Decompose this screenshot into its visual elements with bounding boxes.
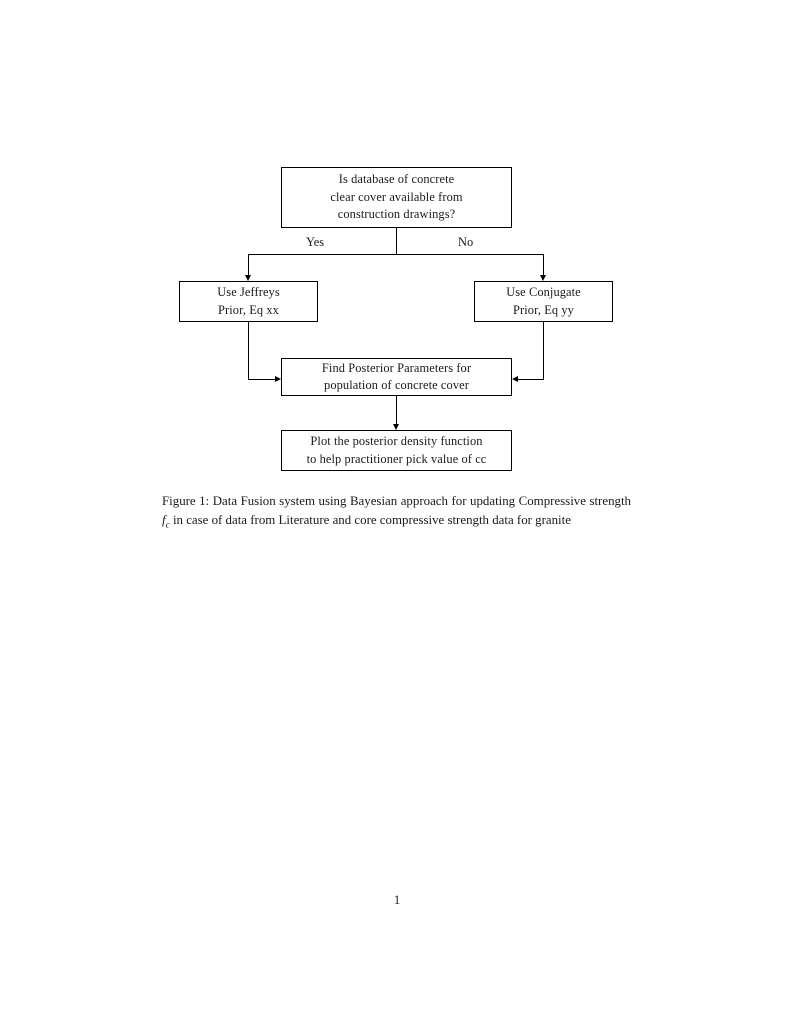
caption-label: Figure 1: bbox=[162, 494, 210, 508]
caption-math-subscript: c bbox=[165, 520, 170, 531]
arrowhead-yes-down bbox=[245, 275, 251, 281]
node-question-line-2: clear cover available from bbox=[330, 189, 463, 204]
figure-flowchart: Yes No Is database of concrete clear cov… bbox=[0, 0, 794, 500]
node-jeffreys-line-1: Use Jeffreys bbox=[217, 285, 280, 299]
connector-no-drop bbox=[543, 254, 544, 275]
figure-caption: Figure 1: Data Fusion system using Bayes… bbox=[162, 492, 631, 535]
caption-math-symbol: fc bbox=[162, 512, 170, 531]
node-posterior-line-2: population of concrete cover bbox=[324, 378, 469, 392]
node-plot-line-1: Plot the posterior density function bbox=[310, 434, 483, 448]
node-question-line-1: Is database of concrete bbox=[338, 172, 455, 187]
branch-label-yes: Yes bbox=[306, 235, 325, 249]
arrowhead-posterior-down bbox=[393, 424, 399, 430]
connector-jeffreys-run bbox=[248, 379, 275, 380]
node-conjugate-line-2: Prior, Eq yy bbox=[513, 302, 574, 317]
connector-jeffreys-drop bbox=[248, 322, 249, 380]
connector-split-bar bbox=[248, 254, 544, 255]
node-use-jeffreys-prior: Use Jeffreys Prior, Eq xx bbox=[179, 281, 318, 322]
arrowhead-conjugate-left bbox=[512, 376, 518, 382]
connector-conjugate-drop bbox=[543, 322, 544, 380]
node-conjugate-line-1: Use Conjugate bbox=[506, 285, 581, 299]
node-posterior-line-1: Find Posterior Parameters for bbox=[321, 360, 472, 375]
node-question-line-3: construction drawings? bbox=[337, 207, 456, 222]
caption-text-after: in case of data from Literature and core… bbox=[169, 512, 571, 527]
connector-conjugate-run bbox=[518, 379, 544, 380]
connector-posterior-stem bbox=[396, 396, 397, 424]
node-plot-line-2: to help practitioner pick value of cc bbox=[306, 451, 487, 466]
caption-text-before: Data Fusion system using Bayesian approa… bbox=[209, 494, 631, 508]
node-jeffreys-line-2: Prior, Eq xx bbox=[218, 302, 279, 317]
caption-math-base: f bbox=[162, 512, 166, 527]
node-find-posterior-parameters: Find Posterior Parameters for population… bbox=[281, 358, 512, 396]
connector-yes-drop bbox=[248, 254, 249, 275]
node-use-conjugate-prior: Use Conjugate Prior, Eq yy bbox=[474, 281, 613, 322]
page-number: 1 bbox=[393, 893, 401, 907]
arrowhead-jeffreys-right bbox=[275, 376, 281, 382]
connector-question-stem bbox=[396, 228, 397, 255]
arrowhead-no-down bbox=[540, 275, 546, 281]
node-question-database: Is database of concrete clear cover avai… bbox=[281, 167, 512, 228]
node-plot-posterior-density: Plot the posterior density function to h… bbox=[281, 430, 512, 471]
branch-label-no: No bbox=[458, 235, 474, 249]
